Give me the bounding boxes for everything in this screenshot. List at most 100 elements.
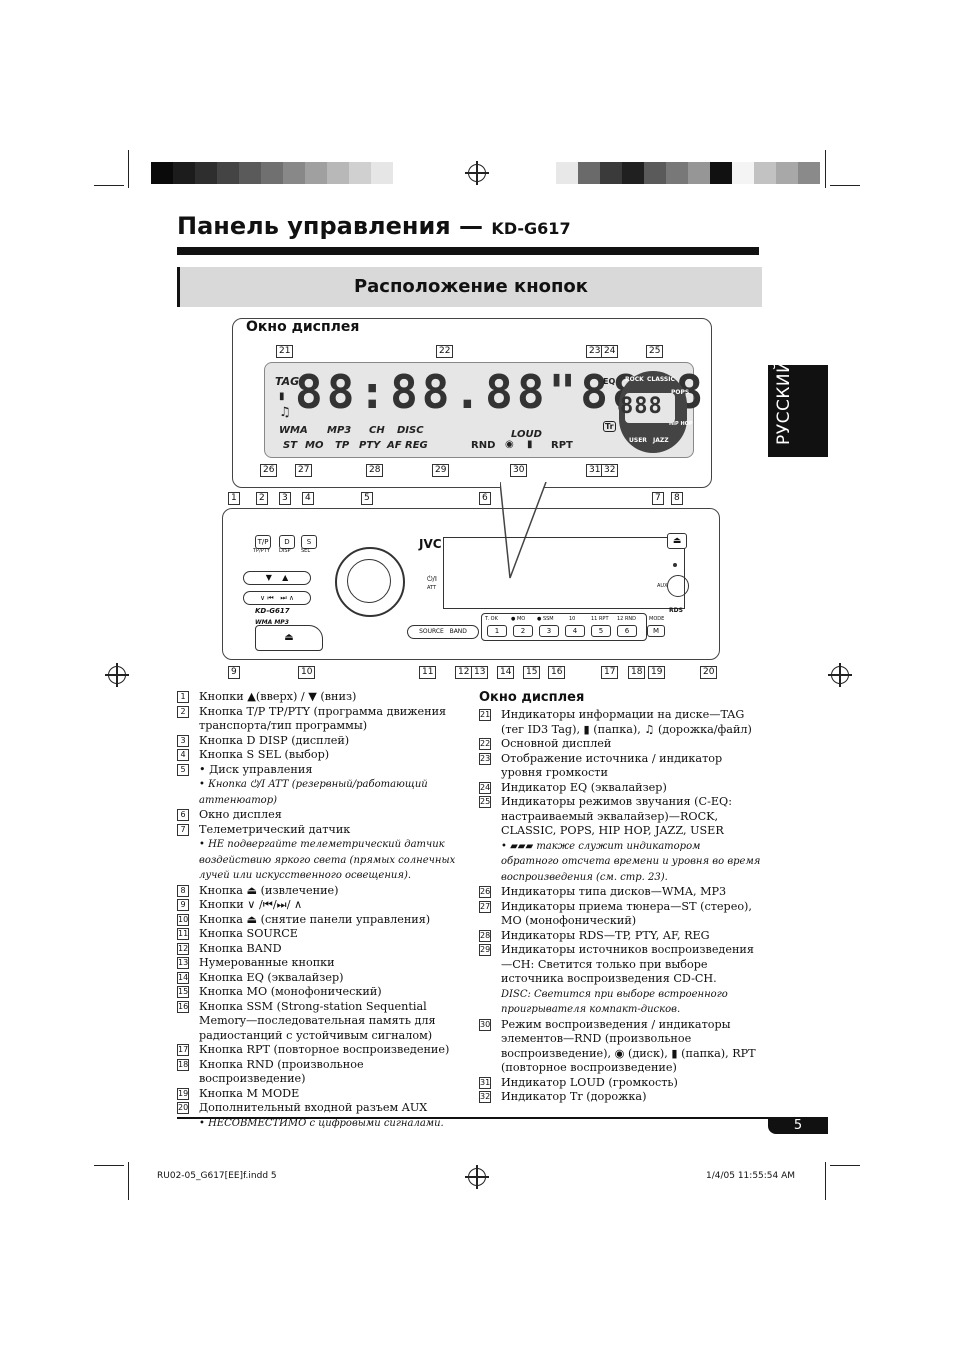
tr-indicator: Tr: [603, 421, 616, 432]
color-swatch: [371, 162, 393, 184]
callout-8: 8: [671, 492, 683, 505]
callout-27: 27: [295, 464, 313, 477]
disp-button[interactable]: D: [279, 535, 295, 549]
color-swatch: [666, 162, 688, 184]
callout-10: 10: [298, 666, 316, 679]
callout-2: 2: [256, 492, 268, 505]
preset-label: 11 RPT: [591, 616, 609, 622]
source-band-button[interactable]: SOURCE BAND: [407, 625, 479, 639]
color-swatch: [173, 162, 195, 184]
item-text: Кнопка S SEL (выбор): [199, 748, 330, 761]
list-item: 24 Индикатор EQ (эквалайзер): [479, 781, 761, 796]
color-swatch: [776, 162, 798, 184]
disp-button-label: DISP: [279, 548, 291, 554]
tag-indicator: TAG: [275, 375, 300, 388]
eject-button[interactable]: ⏏: [667, 533, 687, 549]
small-digit-panel: [625, 393, 675, 423]
disc-icon: ◉: [505, 439, 514, 450]
crop-mark: [94, 185, 124, 186]
preset-label: 12 RND: [617, 616, 637, 622]
preset-1-button[interactable]: 1: [487, 625, 507, 637]
up-down-button[interactable]: ▼ ▲: [243, 571, 311, 585]
section-header: Расположение кнопок: [177, 267, 762, 307]
tp-button-label: TP/PTY: [253, 548, 270, 554]
item-text: • Кнопка ⏻/I ATT (резервный/работающий а…: [199, 779, 428, 806]
mode-button[interactable]: M: [647, 625, 665, 637]
item-text: Кнопка MO (монофонический): [199, 985, 382, 998]
callout-21: 21: [276, 345, 294, 358]
item-text: Индикатор EQ (эквалайзер): [501, 780, 667, 794]
item-number: 18: [177, 1058, 189, 1071]
item-number: 7: [177, 823, 189, 836]
sel-button-label: SEL: [301, 548, 311, 554]
language-tab: РУССКИЙ: [768, 360, 828, 457]
callout-28: 28: [366, 464, 384, 477]
detach-button[interactable]: ⏏: [255, 625, 323, 651]
preset-2-button[interactable]: 2: [513, 625, 533, 637]
registration-mark-icon: [105, 663, 129, 687]
loud-indicator: LOUD: [511, 429, 542, 440]
item-text: Индикаторы информации на диске—TAG (тег …: [501, 708, 752, 736]
color-swatch: [239, 162, 261, 184]
item-text: Индикаторы источников воспроизведения—CH…: [501, 943, 754, 985]
item-number: 20: [177, 1102, 189, 1114]
color-swatch: [283, 162, 305, 184]
callout-29: 29: [432, 464, 450, 477]
user-indicator: USER: [629, 437, 647, 444]
preset-6-button[interactable]: 6: [617, 625, 637, 637]
item-number: 24: [479, 781, 491, 794]
item-number: 19: [177, 1087, 189, 1100]
page-number: 5: [768, 1118, 828, 1134]
color-swatch: [600, 162, 622, 184]
title-rule: [177, 247, 759, 255]
callout-6: 6: [479, 492, 491, 505]
crop-mark: [128, 1162, 129, 1200]
registration-mark-icon: [465, 1165, 489, 1189]
source-level-digits-overlay: 888: [620, 394, 663, 419]
callout-30: 30: [510, 464, 528, 477]
callout-14: 14: [497, 666, 515, 679]
aux-jack[interactable]: [667, 575, 689, 597]
disc-indicator: DISC: [397, 425, 424, 436]
classic-indicator: CLASSIC: [647, 376, 675, 383]
color-swatch: [710, 162, 732, 184]
control-dial[interactable]: [335, 547, 405, 617]
eq-indicator: EQ: [603, 377, 616, 386]
tp-button[interactable]: T/P: [255, 535, 271, 549]
item-text: Кнопки ▲(вверх) / ▼ (вниз): [199, 690, 357, 703]
ch-indicator: CH: [369, 425, 385, 436]
item-number: 10: [177, 913, 189, 926]
color-swatch: [622, 162, 644, 184]
item-text: Кнопка T/P TP/PTY (программа движения тр…: [199, 704, 447, 733]
tp-indicator: TP: [335, 440, 350, 451]
sel-button[interactable]: S: [301, 535, 317, 549]
color-bar-right: [556, 162, 820, 184]
callout-26: 26: [260, 464, 278, 477]
item-number: 26: [479, 886, 491, 898]
crop-mark: [825, 1162, 826, 1200]
callout-32: 32: [601, 464, 619, 477]
preset-4-button[interactable]: 4: [565, 625, 585, 637]
item-text: Индикатор LOUD (громкость): [501, 1075, 678, 1089]
preset-label: ● MO: [511, 616, 526, 622]
preset-5-button[interactable]: 5: [591, 625, 611, 637]
item-text: Кнопка RPT (повторное воспроизведение): [199, 1043, 450, 1056]
skip-button[interactable]: ∨ ⏮ ⏭ ∧: [243, 591, 311, 605]
item-number: 9: [177, 899, 189, 911]
preset-3-button[interactable]: 3: [539, 625, 559, 637]
control-dial-inner: [347, 559, 391, 603]
callout-22: 22: [436, 345, 454, 358]
rpt-indicator: RPT: [551, 440, 573, 451]
